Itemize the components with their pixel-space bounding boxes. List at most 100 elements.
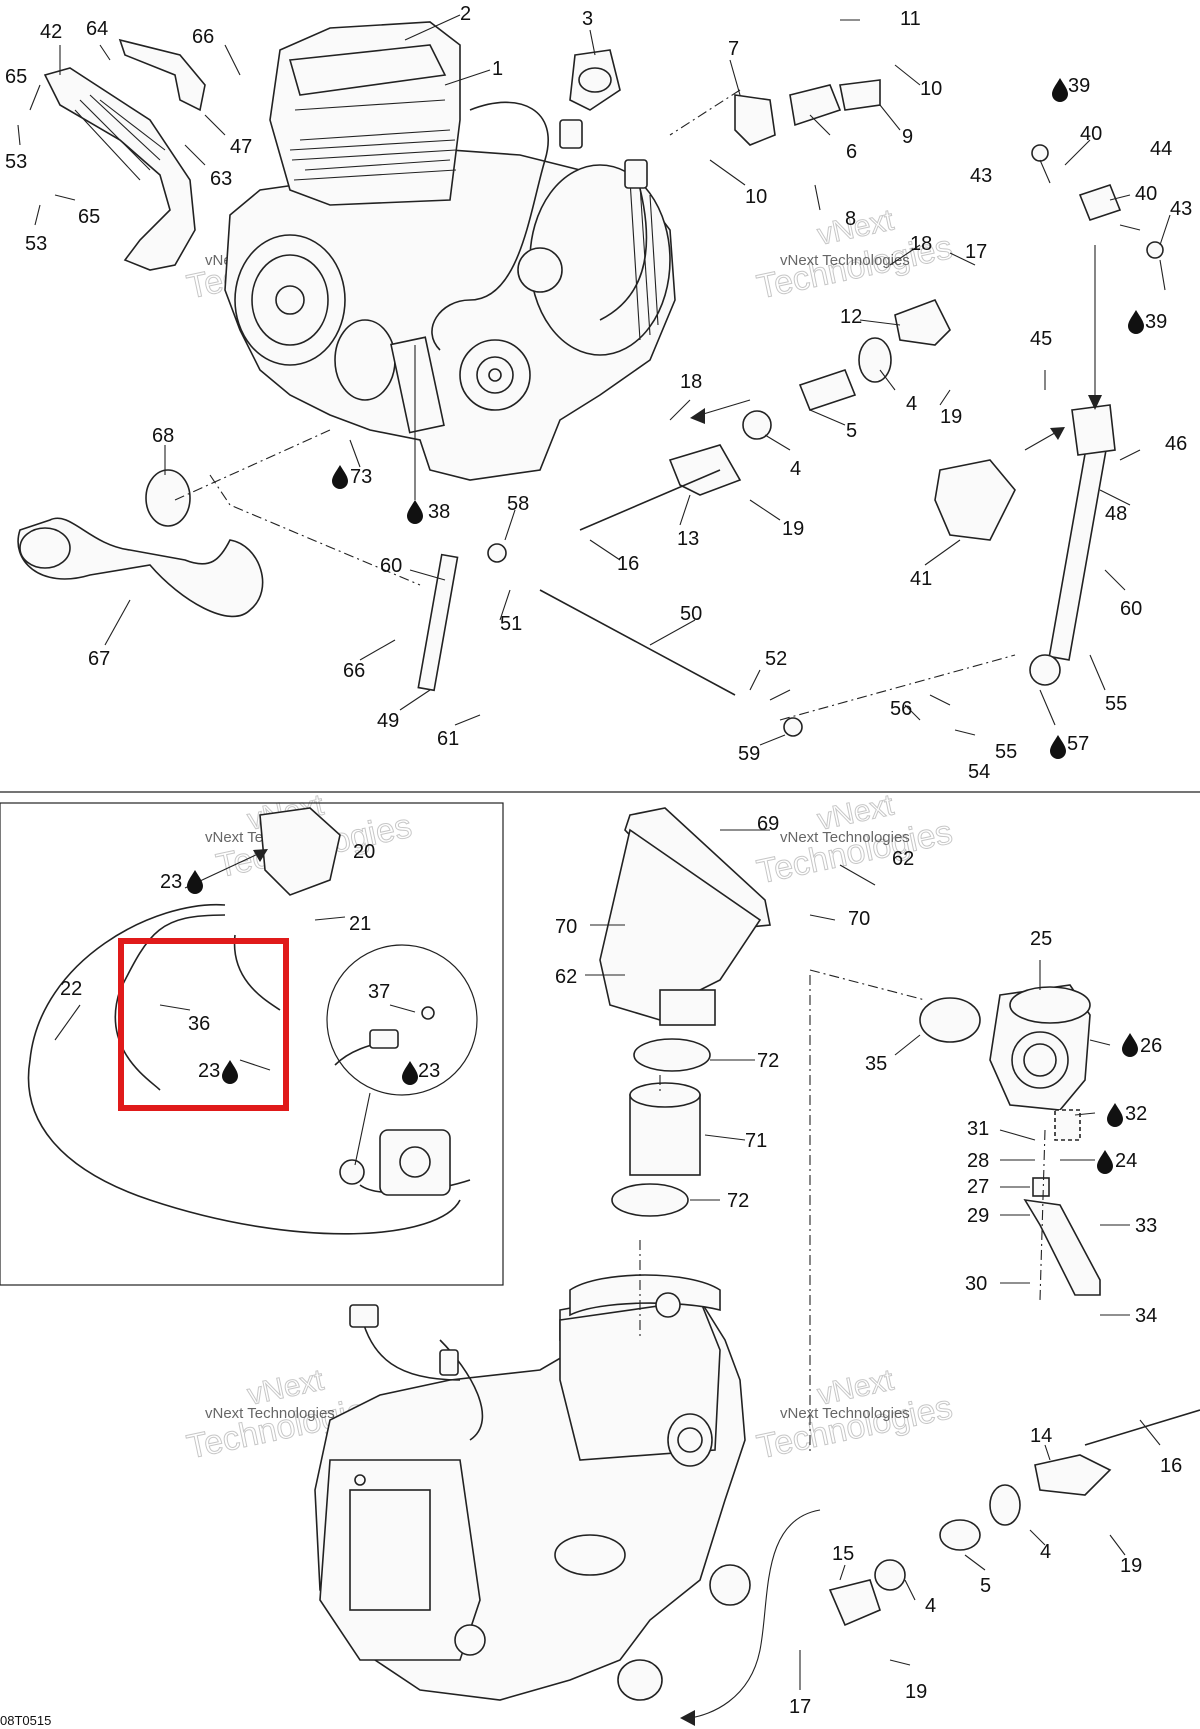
long-bolt bbox=[579, 469, 721, 531]
callout-21: 21 bbox=[349, 913, 371, 935]
oil-drop-icon bbox=[222, 1060, 238, 1084]
callout-73: 73 bbox=[350, 466, 372, 488]
callout-20: 20 bbox=[353, 841, 375, 863]
callout-19: 19 bbox=[940, 406, 962, 428]
callout-17: 17 bbox=[789, 1696, 811, 1718]
callout-28: 28 bbox=[967, 1150, 989, 1172]
callout-4: 4 bbox=[1040, 1541, 1051, 1563]
callout-16: 16 bbox=[617, 553, 639, 575]
callout-23: 23 bbox=[198, 1060, 220, 1082]
callout-22: 22 bbox=[60, 978, 82, 1000]
callout-59: 59 bbox=[738, 743, 760, 765]
callout-2: 2 bbox=[460, 3, 471, 25]
carburetor bbox=[989, 984, 1091, 1141]
callout-72: 72 bbox=[727, 1190, 749, 1212]
callout-57: 57 bbox=[1067, 733, 1089, 755]
callout-1: 1 bbox=[492, 58, 503, 80]
callout-23: 23 bbox=[160, 871, 182, 893]
callout-69: 69 bbox=[757, 813, 779, 835]
callout-49: 49 bbox=[377, 710, 399, 732]
callout-33: 33 bbox=[1135, 1215, 1157, 1237]
oil-drop-icon bbox=[1052, 78, 1068, 102]
callout-25: 25 bbox=[1030, 928, 1052, 950]
watermark-small: vNext Technologies bbox=[780, 1405, 910, 1422]
ball-joint bbox=[783, 717, 803, 737]
oil-drop-icon bbox=[1050, 735, 1066, 759]
callout-3: 3 bbox=[582, 8, 593, 30]
clip bbox=[1078, 184, 1122, 221]
callout-43: 43 bbox=[1170, 198, 1192, 220]
clamp bbox=[611, 1183, 689, 1217]
callout-70: 70 bbox=[848, 908, 870, 930]
callout-47: 47 bbox=[230, 136, 252, 158]
callout-15: 15 bbox=[832, 1543, 854, 1565]
callout-23: 23 bbox=[418, 1060, 440, 1082]
oil-drop-icon bbox=[1122, 1033, 1138, 1057]
callout-62: 62 bbox=[892, 848, 914, 870]
callout-55: 55 bbox=[1105, 693, 1127, 715]
linkage-rod bbox=[539, 589, 736, 696]
oil-drop-icon bbox=[1107, 1103, 1123, 1127]
grommet bbox=[1031, 144, 1049, 162]
detail-magnifier bbox=[326, 944, 478, 1096]
callout-55: 55 bbox=[995, 741, 1017, 763]
callout-56: 56 bbox=[890, 698, 912, 720]
callout-10: 10 bbox=[920, 78, 942, 100]
callout-53: 53 bbox=[25, 233, 47, 255]
bracket bbox=[118, 38, 206, 112]
callout-6: 6 bbox=[846, 141, 857, 163]
gasket bbox=[569, 49, 621, 111]
callout-68: 68 bbox=[152, 425, 174, 447]
callout-4: 4 bbox=[906, 393, 917, 415]
reference-code: 08T0515 bbox=[0, 1713, 51, 1728]
oil-drop-icon bbox=[407, 500, 423, 524]
callout-18: 18 bbox=[910, 233, 932, 255]
callout-31: 31 bbox=[967, 1118, 989, 1140]
callout-40: 40 bbox=[1135, 183, 1157, 205]
oil-drop-icon bbox=[332, 465, 348, 489]
callout-5: 5 bbox=[980, 1575, 991, 1597]
inset-carburetor-lines bbox=[27, 807, 471, 1235]
callout-12: 12 bbox=[840, 306, 862, 328]
callout-53: 53 bbox=[5, 151, 27, 173]
callout-9: 9 bbox=[902, 126, 913, 148]
callout-66: 66 bbox=[192, 26, 214, 48]
oil-drop-icon-group bbox=[187, 78, 1144, 1174]
callout-40: 40 bbox=[1080, 123, 1102, 145]
heat-shield bbox=[43, 67, 196, 271]
callout-labels: 1 2 3 7 11 10 9 6 10 8 18 17 12 19 4 5 4… bbox=[5, 3, 1192, 1718]
callout-72: 72 bbox=[757, 1050, 779, 1072]
callout-leaders bbox=[17, 14, 1171, 1690]
callout-36: 36 bbox=[188, 1013, 210, 1035]
coil-bracket-plate bbox=[839, 79, 881, 111]
callout-18: 18 bbox=[680, 371, 702, 393]
callout-35: 35 bbox=[865, 1053, 887, 1075]
watermark-small: vNext Technologies bbox=[780, 252, 910, 269]
spacer bbox=[1032, 1177, 1050, 1197]
callout-60: 60 bbox=[380, 555, 402, 577]
grommet bbox=[1146, 241, 1164, 259]
exhaust-pipe bbox=[17, 517, 264, 618]
air-intake-assembly bbox=[599, 807, 771, 1217]
callout-24: 24 bbox=[1115, 1150, 1137, 1172]
callout-7: 7 bbox=[728, 38, 739, 60]
callout-67: 67 bbox=[88, 648, 110, 670]
watermark-small: vNext Technologies bbox=[780, 829, 910, 846]
callout-65: 65 bbox=[5, 66, 27, 88]
callout-14: 14 bbox=[1030, 1425, 1052, 1447]
callout-58: 58 bbox=[507, 493, 529, 515]
top-engine-assembly bbox=[224, 21, 676, 481]
callout-30: 30 bbox=[965, 1273, 987, 1295]
shift-arm bbox=[417, 553, 459, 692]
carb-support-bracket bbox=[1023, 1198, 1101, 1296]
callout-48: 48 bbox=[1105, 503, 1127, 525]
highlight-box bbox=[118, 938, 289, 1111]
callout-61: 61 bbox=[437, 728, 459, 750]
callout-46: 46 bbox=[1165, 433, 1187, 455]
callout-32: 32 bbox=[1125, 1103, 1147, 1125]
ignition-coil bbox=[789, 84, 842, 127]
watermark-small: vNext Technologies bbox=[205, 1405, 335, 1422]
oil-drop-icon bbox=[187, 870, 203, 894]
callout-70: 70 bbox=[555, 916, 577, 938]
callout-4: 4 bbox=[925, 1595, 936, 1617]
